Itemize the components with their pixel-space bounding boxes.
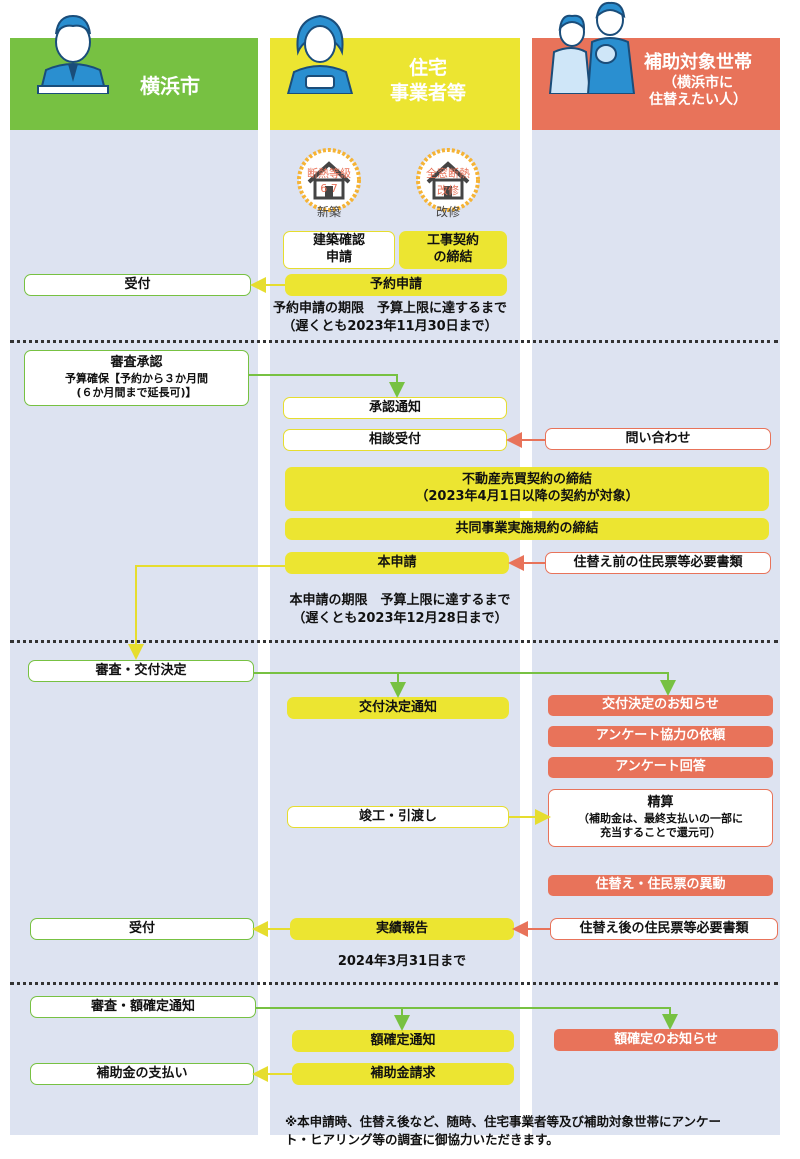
header-household-line3: 住替えたい人） [649,92,747,108]
header-builder: 住宅 事業者等 [270,14,520,130]
main-apply-box: 本申請 [285,552,509,574]
arrow-main-apply-to-review [128,565,285,660]
builder-person-icon [286,14,354,94]
house-badge-renovation-icon [416,148,480,212]
inquiry-box: 問い合わせ [545,428,771,450]
footnote-line2: ト・ヒアリング等の調査に御協力いただきます。 [285,1132,559,1147]
review-grant-box: 審査・交付決定 [28,660,254,682]
realestate-contract-line1: 不動産売買契約の締結 [461,472,592,488]
grant-notice-box: 交付決定通知 [287,697,509,719]
post-move-docs-box: 住替え後の住民票等必要書類 [550,918,778,940]
arrow-approve-to-notice [249,374,405,398]
divider-3 [10,982,778,985]
subsidy-claim-box: 補助金請求 [292,1063,514,1085]
settlement-line1: 精算 [647,795,674,811]
building-confirm-box: 建築確認 申請 [283,231,395,269]
arrow-review-to-grant [254,672,676,696]
survey-answer-box: アンケート回答 [548,757,773,778]
header-builder-line1: 住宅 [409,57,448,79]
badge-new-mid: 6 7 [320,182,338,195]
settlement-line3: 充当することで還元可） [600,826,721,840]
header-household-title: 補助対象世帯 （横浜市に 住替えたい人） [644,52,752,110]
survey-request-box: アンケート協力の依頼 [548,726,773,747]
badge-renov-top: 全窓断熱 [426,167,470,180]
review-amount-box: 審査・額確定通知 [30,996,256,1018]
amount-notice-box: 額確定通知 [292,1030,514,1052]
badge-new-top: 断熱等級 [307,167,351,180]
subsidy-payment-box: 補助金の支払い [30,1063,254,1085]
completion-box: 竣工・引渡し [287,806,509,828]
review-approve-line1: 審査承認 [110,355,163,371]
badge-renov-caption: 改修 [435,205,460,219]
realestate-contract-line2: （2023年4月1日以降の契約が対象） [415,489,639,504]
review-approve-box: 審査承認 予算確保【予約から３か月間 (６か月間まで延長可)】 [24,350,249,406]
badge-renov-mid: 改修 [437,184,459,197]
header-household-line2: （横浜市に [663,74,733,91]
report-deadline: 2024年3月31日まで [337,954,467,969]
move-in-box: 住替え・住民票の異動 [548,875,773,896]
result-report-box: 実績報告 [290,918,514,940]
review-approve-line3: (６か月間まで延長可)】 [76,386,197,400]
realestate-contract-box: 不動産売買契約の締結 （2023年4月1日以降の契約が対象） [285,467,769,511]
review-approve-line2: 予算確保【予約から３か月間 [65,372,208,386]
pre-move-docs-box: 住替え前の住民票等必要書類 [545,552,771,574]
divider-1 [10,340,778,343]
reception-1-box: 受付 [24,274,251,296]
arrow-amount-review [256,1007,678,1030]
settlement-box: 精算 （補助金は、最終支払いの一部に 充当することで還元可） [548,789,773,847]
construction-contract-box: 工事契約 の締結 [399,231,507,269]
lane-builder [270,130,520,1135]
house-badge-new-icon [297,148,361,212]
footnote-line1: ※本申請時、住替え後など、随時、住宅事業者等及び補助対象世帯にアンケー [285,1114,722,1129]
official-person-icon [37,14,109,94]
lane-household [532,130,780,1135]
consult-reception-box: 相談受付 [283,429,507,451]
settlement-line2: （補助金は、最終支払いの一部に [578,812,743,826]
amount-info-box: 額確定のお知らせ [554,1029,778,1051]
main-deadline-line2: （遅くとも2023年12月28日まで） [292,611,508,626]
header-builder-line2: 事業者等 [390,81,467,104]
reservation-deadline-line1: 予約申請の期限 予算上限に達するまで [272,301,507,316]
reservation-deadline-line2: （遅くとも2023年11月30日まで） [282,319,498,334]
reservation-apply-box: 予約申請 [285,274,507,296]
header-builder-title: 住宅 事業者等 [390,56,466,105]
family-icon [548,1,636,94]
header-city: 横浜市 [10,14,258,130]
header-city-title: 横浜市 [140,74,200,98]
header-household: 補助対象世帯 （横浜市に 住替えたい人） [532,1,780,130]
lane-city [10,130,258,1135]
grant-info-box: 交付決定のお知らせ [548,695,773,716]
badge-new-caption: 新築 [316,205,341,219]
main-deadline-line1: 本申請の期限 予算上限に達するまで [289,593,511,608]
header-household-line1: 補助対象世帯 [644,52,752,73]
joint-rules-box: 共同事業実施規約の締結 [285,518,769,540]
reception-2-box: 受付 [30,918,254,940]
divider-2 [10,640,778,643]
